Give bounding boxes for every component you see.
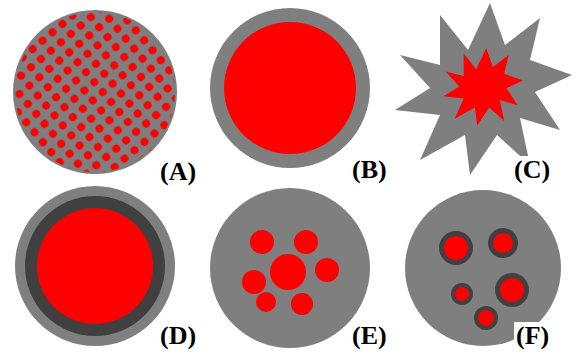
outer-shell bbox=[15, 186, 175, 346]
spiky-core bbox=[443, 48, 523, 125]
spiky-shell bbox=[395, 3, 572, 175]
particle-cores bbox=[444, 233, 524, 326]
shell-circle bbox=[210, 8, 370, 168]
embedded-particles bbox=[242, 230, 339, 315]
panel-label: (F) bbox=[514, 322, 551, 350]
panel-label: (E) bbox=[350, 322, 389, 350]
matrix-circle bbox=[13, 10, 177, 174]
panel-label: (D) bbox=[158, 322, 198, 350]
inner-shell bbox=[25, 196, 165, 336]
matrix-circle bbox=[210, 188, 370, 348]
core-circle bbox=[37, 208, 153, 324]
panel-label: (C) bbox=[512, 156, 552, 184]
core-circle bbox=[224, 22, 356, 154]
particle-shells bbox=[439, 228, 529, 330]
panel-label: (A) bbox=[158, 158, 198, 186]
dispersed-dots bbox=[15, 12, 175, 172]
panel-label: (B) bbox=[350, 156, 389, 184]
